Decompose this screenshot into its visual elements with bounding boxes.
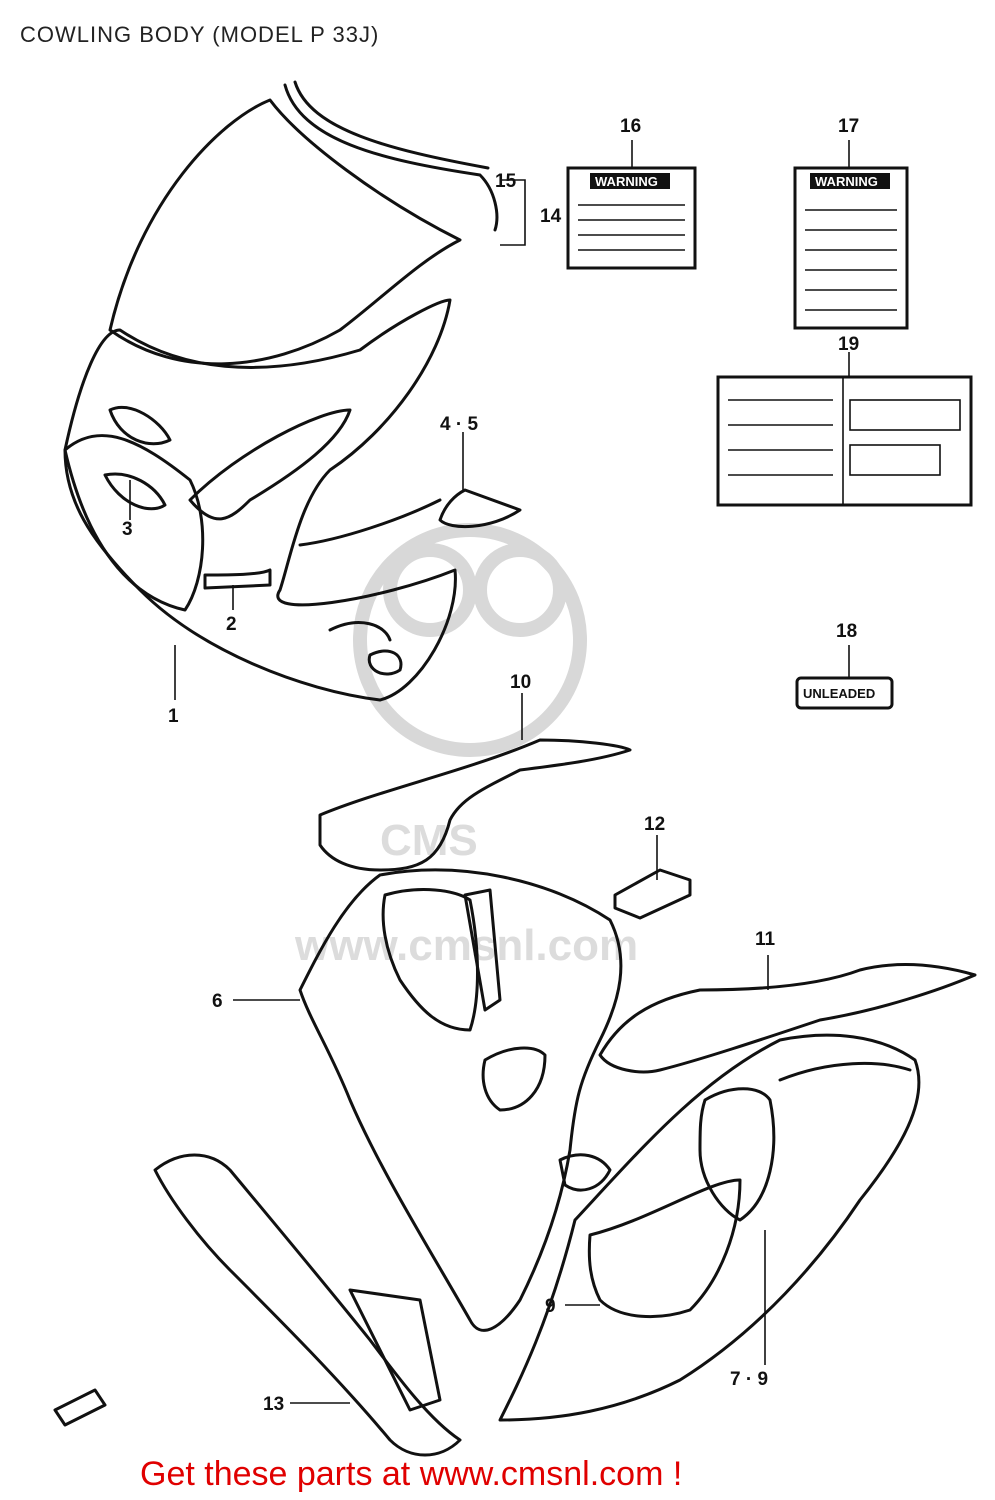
pad-part-12 bbox=[613, 868, 692, 920]
page-title: COWLING BODY (MODEL P 33J) bbox=[20, 22, 380, 47]
warning-decal-16: WARNING bbox=[566, 166, 697, 270]
lower-cowling-part-6 bbox=[298, 868, 623, 1332]
callout-18: 18 bbox=[836, 621, 857, 642]
callout-11: 11 bbox=[755, 929, 776, 950]
callout-labels: 1 2 3 4 · 5 6 7 · 9 9 10 11 12 13 14 15 … bbox=[122, 116, 859, 1415]
side-panel-part-11 bbox=[598, 963, 977, 1074]
callout-9: 9 bbox=[545, 1296, 556, 1317]
callout-6: 6 bbox=[212, 991, 223, 1012]
callout-13: 13 bbox=[263, 1394, 284, 1415]
callout-16: 16 bbox=[620, 116, 641, 137]
info-decal-19 bbox=[716, 375, 973, 507]
front-arrow-icon bbox=[53, 1388, 107, 1427]
callout-4-5: 4 · 5 bbox=[440, 414, 478, 435]
callout-2: 2 bbox=[226, 614, 237, 635]
svg-text:WARNING: WARNING bbox=[815, 174, 878, 189]
svg-text:UNLEADED: UNLEADED bbox=[803, 686, 875, 701]
callout-14: 14 bbox=[540, 206, 562, 227]
promo-footer-link[interactable]: Get these parts at www.cmsnl.com ! bbox=[140, 1455, 683, 1493]
lower-cowling-part-7-9 bbox=[498, 1033, 921, 1422]
callout-7-9: 7 · 9 bbox=[730, 1369, 768, 1390]
callout-1: 1 bbox=[168, 706, 179, 727]
leader-lines bbox=[129, 140, 850, 1404]
callout-12: 12 bbox=[644, 814, 665, 835]
unleaded-decal-18: UNLEADED bbox=[795, 676, 894, 710]
upper-cowling-part bbox=[63, 80, 499, 702]
under-cowling-part-13 bbox=[153, 1153, 462, 1457]
bracket-part-4-5 bbox=[438, 488, 522, 529]
callout-17: 17 bbox=[838, 116, 859, 137]
callout-19: 19 bbox=[838, 334, 859, 355]
inner-panel-part-10 bbox=[318, 738, 632, 872]
svg-text:WARNING: WARNING bbox=[595, 174, 658, 189]
svg-text:www.cmsnl.com: www.cmsnl.com bbox=[294, 921, 638, 970]
callout-15: 15 bbox=[495, 171, 517, 192]
warning-decal-17: WARNING bbox=[793, 166, 909, 330]
callout-3: 3 bbox=[122, 519, 133, 540]
callout-10: 10 bbox=[510, 672, 531, 693]
